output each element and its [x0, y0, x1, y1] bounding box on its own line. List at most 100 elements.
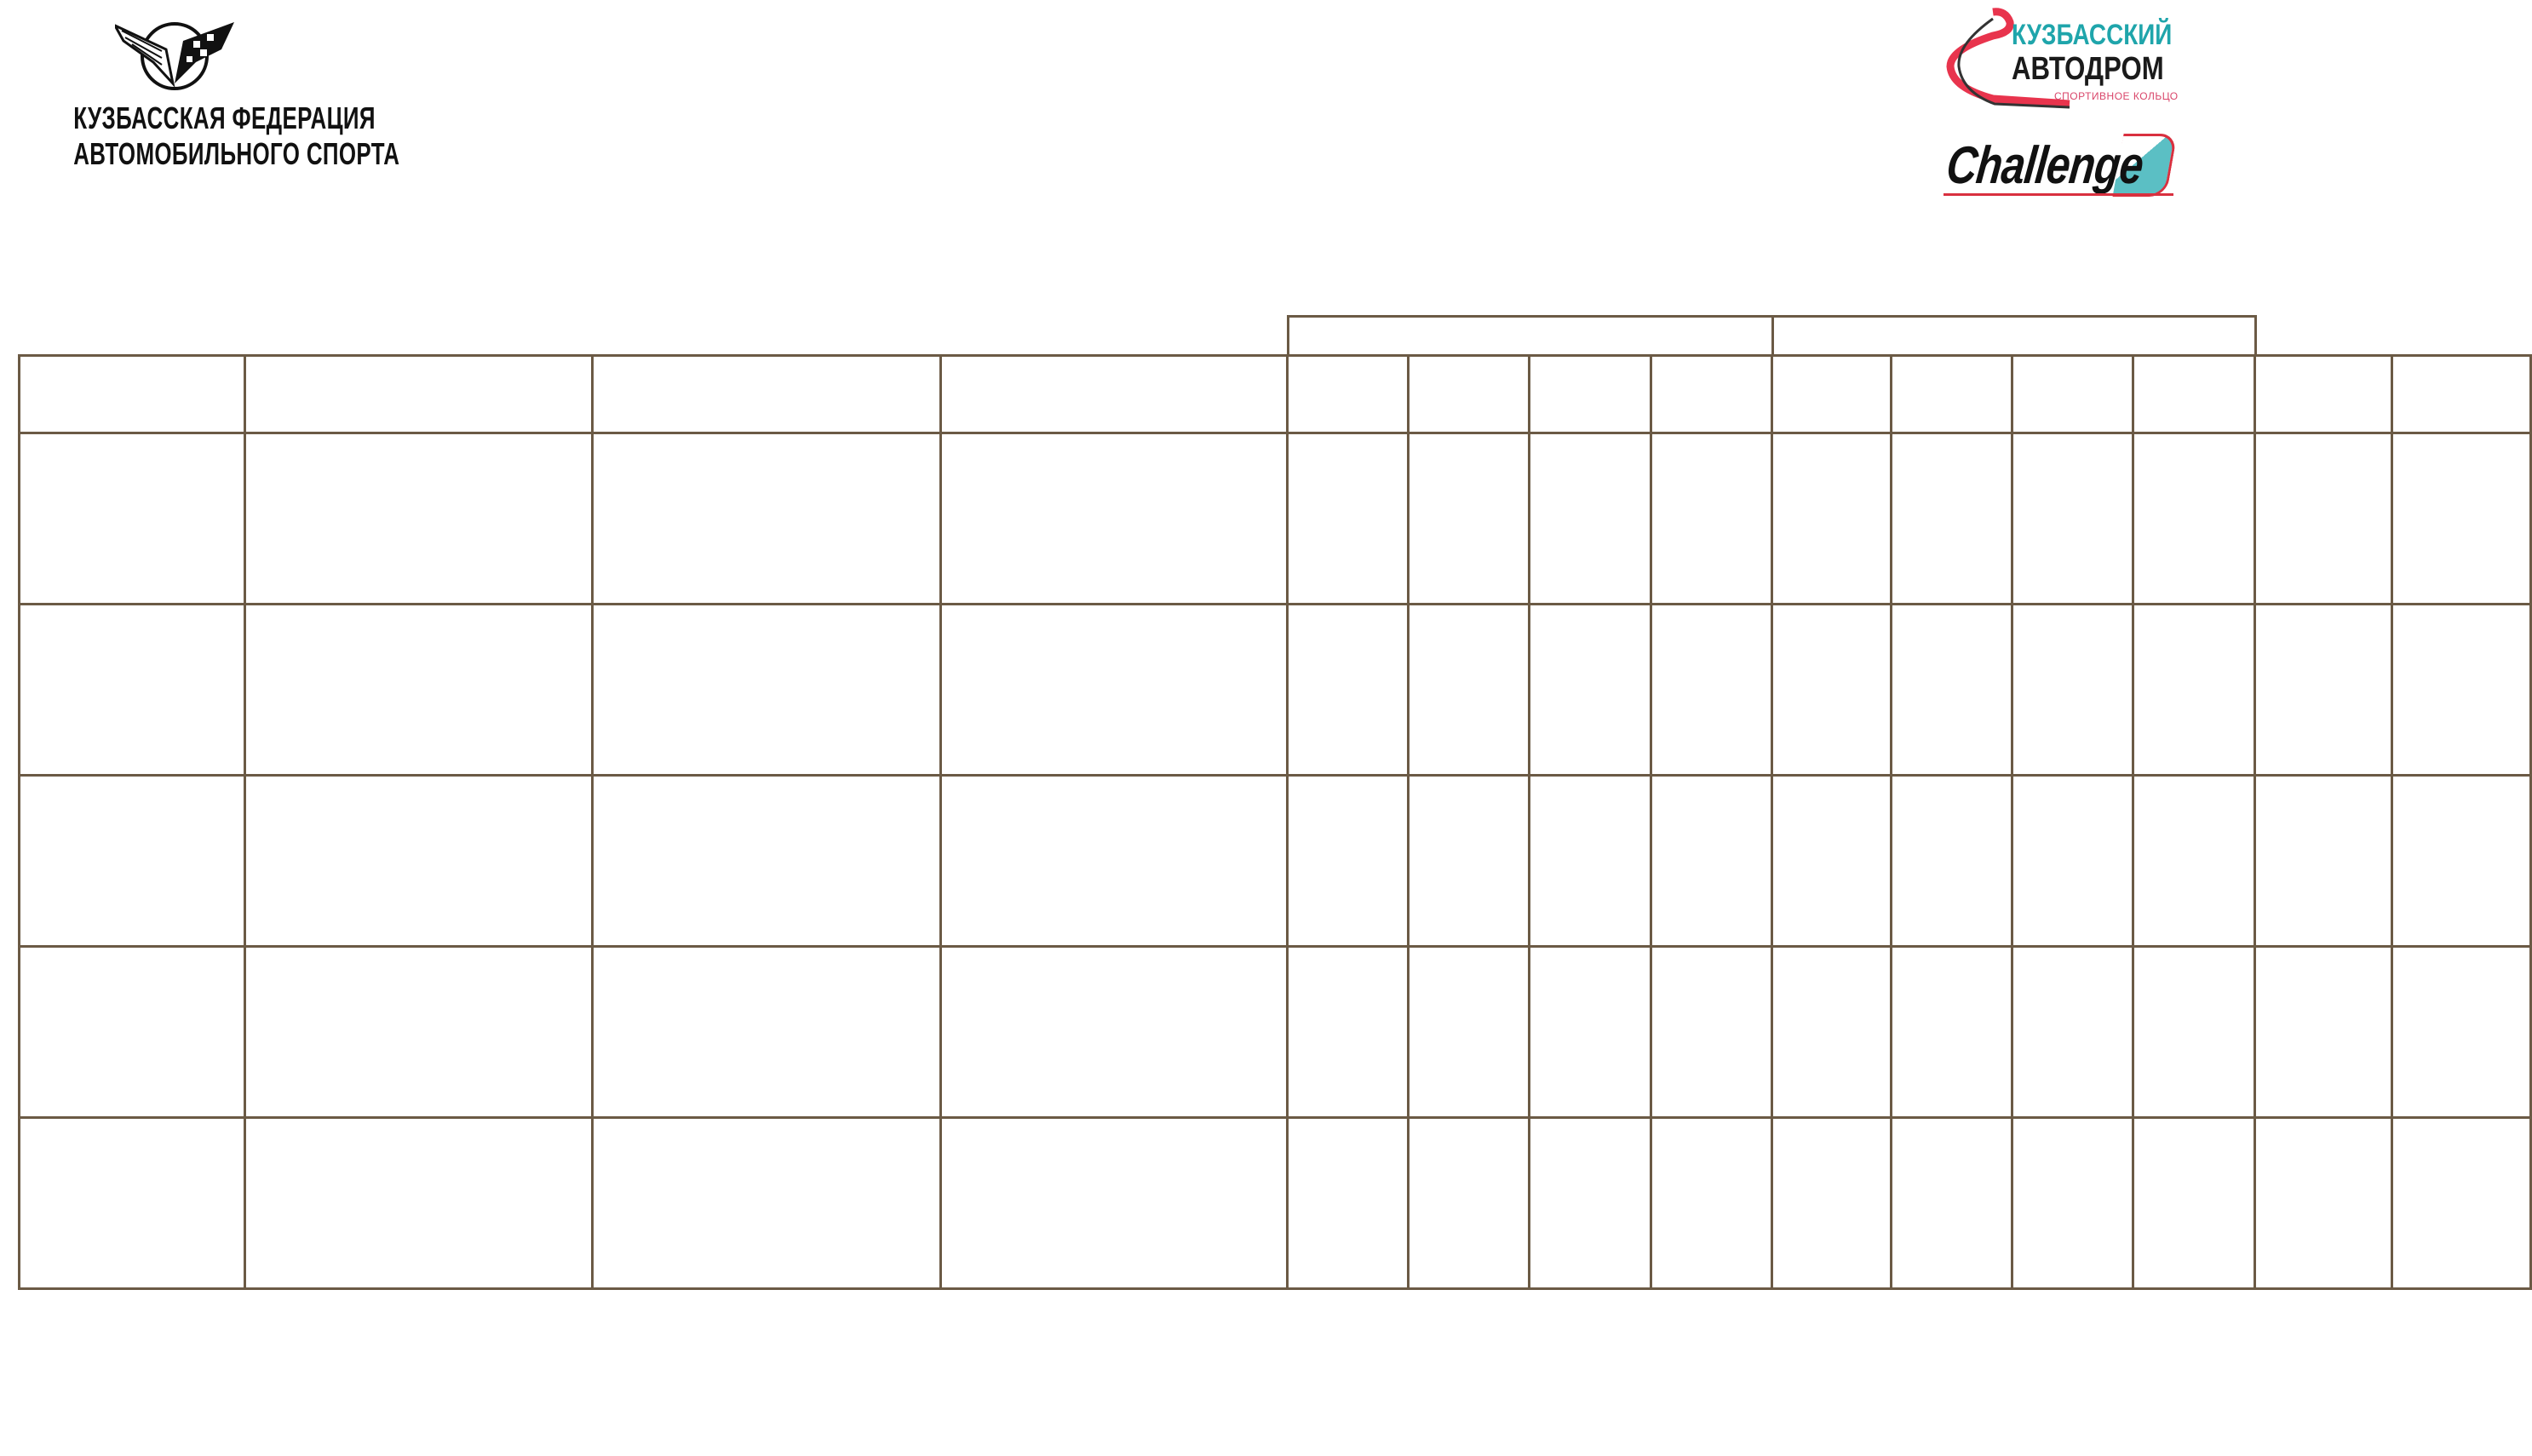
table-cell [939, 774, 1289, 948]
table-cell [1771, 432, 1893, 605]
table-cell [2132, 1116, 2256, 1290]
table-cell [18, 774, 246, 948]
table-cell [2132, 603, 2256, 777]
table-row [18, 945, 2532, 1119]
table-cell [939, 432, 1289, 605]
header-cell [243, 354, 594, 434]
header-cell [2253, 354, 2393, 434]
header-cell [18, 354, 246, 434]
table-cell [1771, 945, 1893, 1119]
table-cell [1286, 432, 1410, 605]
table-cell [1771, 603, 1893, 777]
header-cell [2011, 354, 2135, 434]
table-cell [2132, 774, 2256, 948]
results-table [18, 354, 2532, 1290]
table-cell [2390, 1116, 2532, 1290]
table-cell [1528, 774, 1653, 948]
table-cell [1286, 945, 1410, 1119]
header-cell [590, 354, 942, 434]
header-cell [1407, 354, 1531, 434]
table-cell [2132, 945, 2256, 1119]
table-cell [590, 432, 942, 605]
autodrom-tagline: СПОРТИВНОЕ КОЛЬЦО [2054, 90, 2179, 102]
header-cell [2132, 354, 2256, 434]
table-cell [1771, 1116, 1893, 1290]
challenge-underline [1943, 193, 2173, 196]
table-cell [2132, 432, 2256, 605]
autodrom-name-line2: АВТОДРОМ [2012, 51, 2164, 87]
table-cell [1286, 774, 1410, 948]
table-cell [18, 945, 246, 1119]
table-cell [18, 1116, 246, 1290]
table-cell [1528, 945, 1653, 1119]
table-row [18, 432, 2532, 605]
table-cell [2253, 774, 2393, 948]
table-cell [1650, 945, 1774, 1119]
table-cell [1407, 945, 1531, 1119]
federation-name-line2: АВТОМОБИЛЬНОГО СПОРТА [73, 136, 400, 171]
table-cell [1650, 432, 1774, 605]
table-cell [590, 603, 942, 777]
race-track-icon [1946, 8, 2070, 109]
table-cell [1407, 603, 1531, 777]
table-cell [939, 603, 1289, 777]
table-cell [590, 945, 942, 1119]
winged-flag-emblem-icon [115, 22, 234, 90]
table-cell [2011, 1116, 2135, 1290]
table-cell [1890, 432, 2014, 605]
table-cell [1890, 945, 2014, 1119]
header-cell [2390, 354, 2532, 434]
table-cell [1528, 603, 1653, 777]
header-cell [1890, 354, 2014, 434]
table-row [18, 774, 2532, 948]
table-cell [2253, 945, 2393, 1119]
challenge-wordmark: Challenge [1943, 136, 2146, 195]
header-cell [1771, 354, 1893, 434]
group-header-1 [1287, 315, 1774, 354]
table-cell [18, 603, 246, 777]
table-cell [243, 1116, 594, 1290]
table-cell [939, 945, 1289, 1119]
header-row [18, 354, 2532, 434]
header-cell [939, 354, 1289, 434]
table-cell [1890, 774, 2014, 948]
table-cell [1528, 1116, 1653, 1290]
header-cell [1650, 354, 1774, 434]
group-header-2 [1771, 315, 2257, 354]
table-cell [1650, 774, 1774, 948]
table-cell [2390, 945, 2532, 1119]
table-cell [243, 603, 594, 777]
table-cell [2253, 432, 2393, 605]
table-cell [1286, 603, 1410, 777]
table-cell [1890, 603, 2014, 777]
table-cell [2253, 1116, 2393, 1290]
table-cell [1650, 603, 1774, 777]
table-cell [243, 774, 594, 948]
table-cell [243, 432, 594, 605]
table-cell [939, 1116, 1289, 1290]
table-cell [590, 1116, 942, 1290]
table-cell [2390, 603, 2532, 777]
table-row [18, 1116, 2532, 1290]
table-cell [1286, 1116, 1410, 1290]
table-cell [243, 945, 594, 1119]
table-cell [1407, 1116, 1531, 1290]
table-row [18, 603, 2532, 777]
table-cell [2390, 774, 2532, 948]
table-cell [1407, 432, 1531, 605]
table-cell [1650, 1116, 1774, 1290]
table-cell [590, 774, 942, 948]
kuzbass-autodrom-logo: КУЗБАССКИЙ АВТОДРОМ СПОРТИВНОЕ КОЛЬЦО [1942, 7, 2197, 109]
table-cell [2011, 603, 2135, 777]
federation-logo: КУЗБАССКАЯ ФЕДЕРАЦИЯ АВТОМОБИЛЬНОГО СПОР… [34, 15, 400, 177]
table-cell [1528, 432, 1653, 605]
table-cell [2011, 432, 2135, 605]
table-cell [2011, 945, 2135, 1119]
table-cell [2390, 432, 2532, 605]
table-cell [1890, 1116, 2014, 1290]
table-cell [18, 432, 246, 605]
federation-name-line1: КУЗБАССКАЯ ФЕДЕРАЦИЯ [73, 100, 376, 135]
table-cell [2253, 603, 2393, 777]
table-cell [1407, 774, 1531, 948]
table-cell [2011, 774, 2135, 948]
